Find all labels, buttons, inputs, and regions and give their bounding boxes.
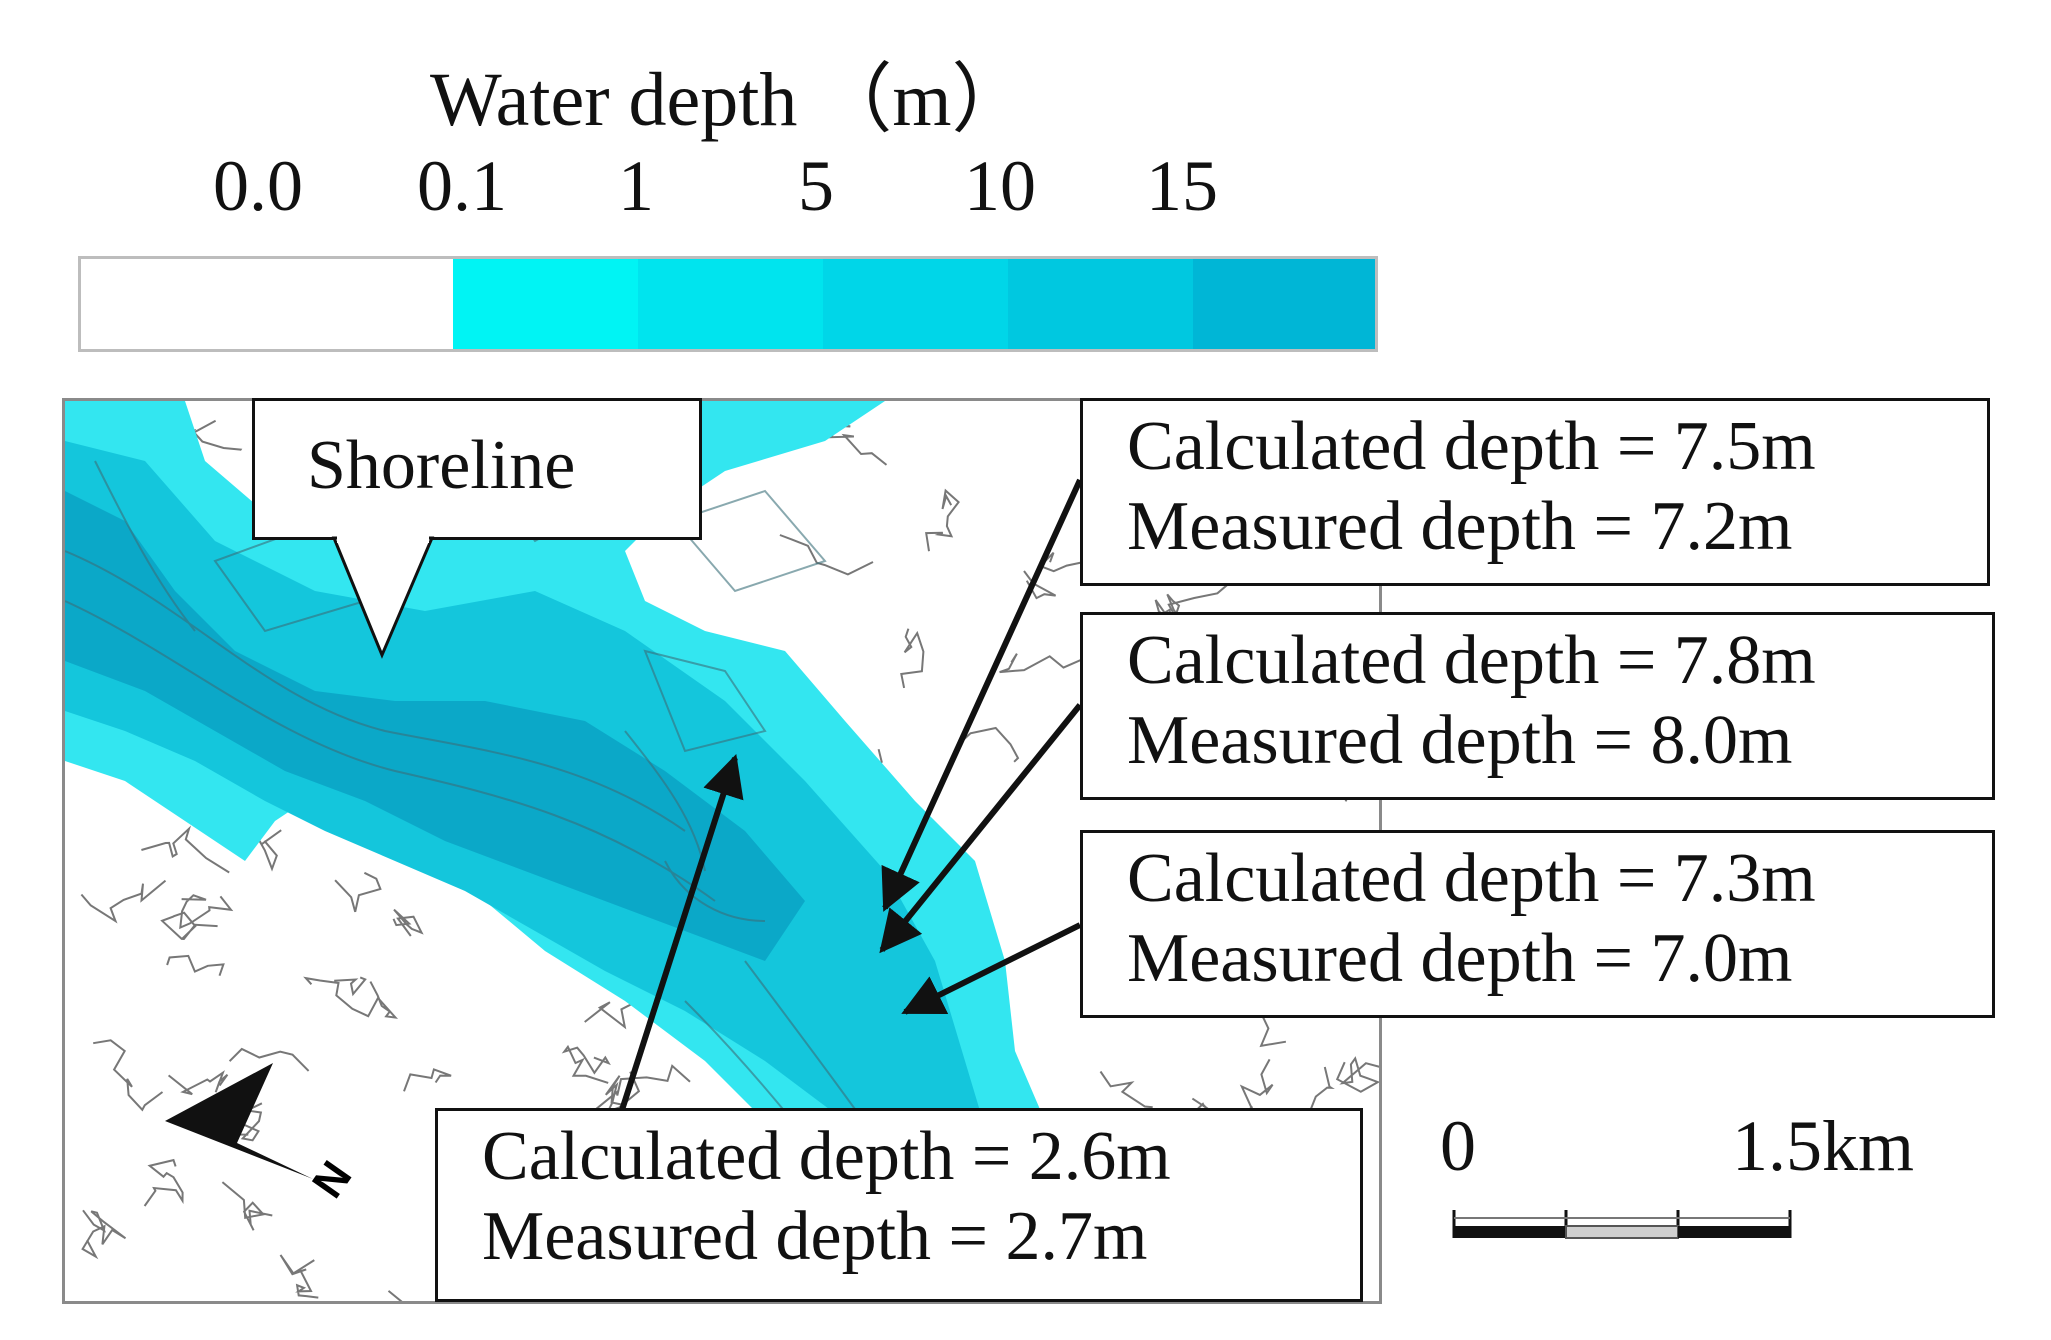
- contour-line: [561, 1044, 611, 1084]
- legend-tick-2: 1: [618, 146, 654, 226]
- contour-line: [160, 911, 218, 941]
- callout-4-calculated: Calculated depth = 2.6m: [482, 1118, 1171, 1195]
- colorbar-segment-5: [1193, 259, 1375, 349]
- contour-line: [957, 726, 1020, 763]
- contour-line: [779, 534, 874, 576]
- contour-line: [166, 954, 225, 977]
- callout-3-calculated: Calculated depth = 7.3m: [1127, 840, 1816, 917]
- colorbar-segment-4: [1008, 259, 1193, 349]
- depth-callout-1: Calculated depth = 7.5m Measured depth =…: [1080, 398, 1990, 586]
- colorbar-segment-0: [81, 259, 453, 349]
- contour-line: [143, 1158, 184, 1207]
- legend-tick-5: 15: [1146, 146, 1218, 226]
- depth-colorbar: [78, 256, 1378, 352]
- contour-line: [334, 871, 382, 913]
- contour-line: [93, 1039, 164, 1112]
- contour-line: [303, 976, 399, 1019]
- contour-line: [900, 628, 925, 689]
- colorbar-segment-2: [638, 259, 823, 349]
- contour-line: [81, 1209, 127, 1260]
- callout-1-calculated: Calculated depth = 7.5m: [1127, 408, 1816, 485]
- legend-tick-0: 0.0: [213, 146, 303, 226]
- depth-callout-3: Calculated depth = 7.3m Measured depth =…: [1080, 830, 1995, 1018]
- legend-tick-3: 5: [798, 146, 834, 226]
- shoreline-label-box: Shoreline: [252, 398, 702, 540]
- contour-line: [1023, 570, 1057, 600]
- callout-2-measured: Measured depth = 8.0m: [1127, 702, 1793, 779]
- contour-line: [279, 1254, 319, 1299]
- contour-line: [221, 1181, 273, 1231]
- contour-line: [1099, 1070, 1153, 1109]
- depth-callout-2: Calculated depth = 7.8m Measured depth =…: [1080, 612, 1995, 800]
- contour-line: [334, 976, 367, 997]
- contour-line: [141, 825, 230, 874]
- legend-tick-1: 0.1: [417, 146, 507, 226]
- contour-line: [167, 1070, 229, 1096]
- depth-callout-4: Calculated depth = 2.6m Measured depth =…: [435, 1108, 1363, 1302]
- north-label: N: [303, 1153, 361, 1207]
- legend-tick-4: 10: [964, 146, 1036, 226]
- callout-4-measured: Measured depth = 2.7m: [482, 1198, 1148, 1275]
- contour-line: [179, 894, 234, 930]
- contour-line: [403, 1068, 452, 1092]
- callout-1-measured: Measured depth = 7.2m: [1127, 488, 1793, 565]
- contour-line: [1335, 1056, 1379, 1093]
- contour-line: [253, 829, 282, 872]
- colorbar-segment-1: [453, 259, 638, 349]
- callout-3-measured: Measured depth = 7.0m: [1127, 920, 1793, 997]
- contour-line: [604, 1071, 641, 1114]
- legend-title: Water depth （m）: [430, 58, 1028, 142]
- north-arrow: N: [165, 1063, 361, 1207]
- scale-bar: 0 1.5km: [1440, 1110, 1920, 1250]
- contour-line: [392, 908, 424, 937]
- shoreline-label: Shoreline: [307, 427, 576, 504]
- contour-line: [80, 879, 167, 924]
- callout-2-calculated: Calculated depth = 7.8m: [1127, 622, 1816, 699]
- contour-line: [999, 653, 1087, 674]
- colorbar-segment-3: [823, 259, 1008, 349]
- north-arrow-icon: [165, 1063, 313, 1179]
- scale-start-label: 0: [1440, 1106, 1476, 1186]
- scale-end-label: 1.5km: [1732, 1106, 1915, 1186]
- contour-line: [925, 488, 960, 552]
- contour-line: [228, 1047, 310, 1072]
- scale-bar-graphic: [1452, 1210, 1792, 1239]
